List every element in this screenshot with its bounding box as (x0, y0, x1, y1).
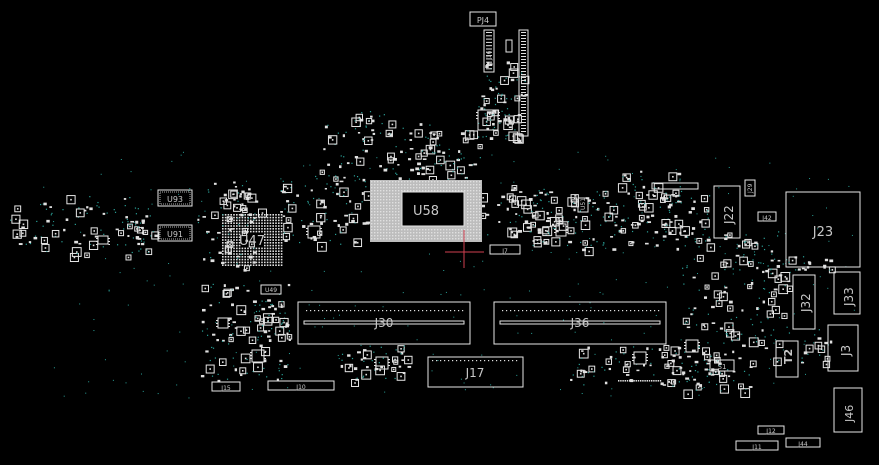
crosshair-cursor (445, 230, 484, 268)
j42-label: J42 (761, 215, 772, 222)
pj4-label: PJ4 (477, 16, 489, 25)
j16-vertical-connector[interactable]: J16 (483, 29, 529, 137)
j3-label: J3 (839, 345, 853, 357)
j36-label: J36 (570, 316, 590, 330)
j10-label: J10 (295, 384, 306, 391)
j17-label: J17 (465, 366, 485, 380)
j32-label: J32 (799, 293, 813, 313)
u51-chip[interactable]: U51 (577, 197, 589, 213)
j32-connector[interactable]: J32 (792, 274, 816, 330)
j29-connector[interactable]: J29 (744, 179, 756, 197)
j11-label: J11 (751, 444, 762, 451)
j15-connector[interactable]: J15 (211, 381, 241, 392)
j16-top-label: J16 (486, 50, 493, 61)
u47-bga-chip[interactable]: U47 (220, 212, 284, 268)
j23-connector[interactable]: J23 (785, 191, 861, 268)
j33-label: J33 (842, 287, 856, 307)
t2-label: T2 (782, 349, 795, 364)
j17-connector[interactable]: J17 (427, 356, 524, 388)
j44-connector[interactable]: J44 (785, 437, 821, 448)
j36-dimm-slot[interactable]: J36 (493, 301, 667, 345)
j46-connector[interactable]: J46 (833, 387, 863, 433)
u58-label: U58 (413, 204, 439, 219)
j15-label: J15 (220, 385, 231, 392)
u93-chip[interactable]: U93 (157, 189, 193, 207)
u49-label: U49 (265, 287, 277, 294)
u49-chip[interactable]: U49 (260, 284, 282, 295)
pj4-connector[interactable]: PJ4 (469, 11, 497, 27)
j46-label: J46 (843, 405, 856, 423)
j33-connector[interactable]: J33 (833, 271, 861, 315)
j30-dimm-slot[interactable]: J30 (297, 301, 471, 345)
u91-label: U91 (167, 230, 183, 239)
j12-connector[interactable]: J12 (757, 425, 785, 435)
j11-connector[interactable]: J11 (735, 440, 779, 451)
u91-chip[interactable]: U91 (157, 224, 193, 242)
j23-label: J23 (812, 225, 833, 240)
j7-label: J7 (501, 248, 508, 255)
j7-connector[interactable]: J7 (489, 244, 521, 255)
j30-label: J30 (374, 316, 394, 330)
u58-cpu[interactable]: U58 (370, 180, 482, 242)
j3-connector[interactable]: J3 (827, 324, 859, 372)
u47-ball-grid (222, 214, 283, 266)
j12-label: J12 (765, 428, 776, 435)
s1-switch[interactable]: S1 (709, 359, 735, 372)
component-pads (10, 32, 855, 399)
j22-connector[interactable]: J22 (713, 185, 741, 239)
j44-label: J44 (797, 441, 808, 448)
s1-label: S1 (718, 363, 727, 371)
j42-connector[interactable]: J42 (757, 211, 777, 222)
strip-connector[interactable] (651, 182, 699, 190)
t2-transformer[interactable]: T2 (775, 340, 799, 378)
j29-label: J29 (747, 183, 754, 194)
j22-label: J22 (722, 205, 736, 225)
u58-pad-pattern (371, 181, 481, 240)
u47-label: U47 (239, 234, 265, 249)
u93-label: U93 (167, 195, 183, 204)
u51-label: U51 (580, 198, 587, 210)
j10-connector[interactable]: J10 (267, 380, 335, 391)
